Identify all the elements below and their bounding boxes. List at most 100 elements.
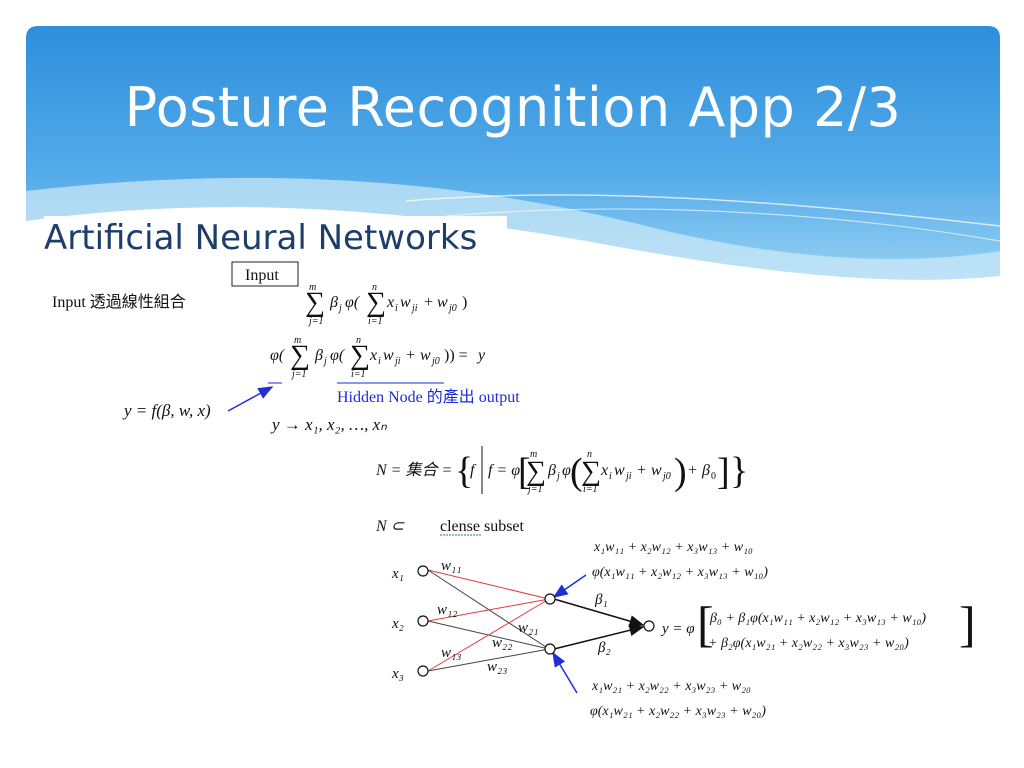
svg-text:j: j [322,356,327,367]
weight-w13: w₁₃ [441,645,461,661]
svg-text:): ) [462,294,467,311]
svg-text:j: j [555,471,560,482]
svg-text:w: w [420,347,431,364]
svg-text:j: j [337,303,342,314]
output-line-1: β₀ + β₁φ(x₁w₁₁ + x₂w₁₂ + x₃w₁₃ + w₁₀) [709,611,926,626]
svg-text:i=1: i=1 [583,484,598,495]
svg-text:w: w [651,462,662,479]
y-definition-arrow [227,386,274,412]
subset-label: clense subset [440,518,525,535]
network-labels: x₁ x₂ x₃ w₁₁ w₁₂ w₁₃ w₂₁ w₂₂ w₂₃ β₁ β₂ y… [391,558,695,682]
slide-title: Posture Recognition App 2/3 [124,76,902,139]
svg-text:ji: ji [393,356,401,367]
input-label-1: x₁ [391,566,404,582]
svg-text:+: + [637,462,646,479]
svg-text:ji: ji [410,303,418,314]
svg-text:y: y [476,347,486,364]
svg-text:[: [ [697,596,714,652]
hidden-node-2 [544,643,556,655]
svg-text:x: x [386,294,394,311]
hidden-node-label: Hidden Node 的產出 output [337,388,520,406]
input-box [231,261,299,287]
input-label-2: x₂ [391,616,404,632]
svg-text:m: m [294,335,301,346]
svg-text:n: n [587,449,592,460]
svg-text:+: + [424,294,433,311]
svg-text:i=1: i=1 [351,369,366,380]
subset-lhs: N ⊂ [375,518,405,535]
svg-text:β: β [547,462,556,479]
svg-text:φ(: φ( [330,347,346,364]
network-edges [427,569,645,694]
svg-text:φ(: φ( [345,294,361,311]
output-equation: [ β₀ + β₁φ(x₁w₁₁ + x₂w₁₂ + x₃w₁₃ + w₁₀) … [697,596,976,652]
svg-text:∑: ∑ [526,456,546,487]
svg-text:j0: j0 [430,356,440,367]
hidden2-sum: x₁w₂₁ + x₂w₂₂ + x₃w₂₃ + w₂₀ [591,679,751,694]
hidden1-sum: x₁w₁₁ + x₂w₁₂ + x₃w₁₃ + w₁₀ [593,540,753,555]
svg-text:w: w [614,462,625,479]
svg-text:j=1: j=1 [307,316,324,327]
svg-text:β: β [314,347,323,364]
weight-w22: w₂₂ [492,635,512,651]
input-description: Input 透過線性組合 [52,293,186,311]
svg-text:m: m [309,282,316,293]
svg-text:i: i [609,471,612,482]
svg-text:i=1: i=1 [368,316,383,327]
svg-text:j=1: j=1 [290,369,307,380]
input-node-1 [417,565,429,577]
beta-2: β₂ [597,640,611,656]
svg-text:β: β [701,462,710,479]
hidden1-activation: φ(x₁w₁₁ + x₂w₁₂ + x₃w₁₃ + w₁₀) [592,565,768,580]
weight-w11: w₁₁ [441,558,461,574]
svg-text:i: i [378,356,381,367]
svg-text:∑: ∑ [290,340,310,371]
weight-w12: w₁₂ [437,602,457,618]
hidden-equations: x₁w₁₁ + x₂w₁₂ + x₃w₁₃ + w₁₀ φ(x₁w₁₁ + x₂… [590,540,768,719]
svg-text:j0: j0 [447,303,457,314]
svg-text:x: x [369,347,377,364]
svg-text:φ(: φ( [270,347,286,364]
y-mapping: y → x₁, x₂, …, xₙ [270,415,387,434]
svg-text:]: ] [717,451,730,493]
svg-text:j0: j0 [661,471,671,482]
network-nodes [417,565,655,677]
svg-text:m: m [530,449,537,460]
hidden-node-1 [544,593,556,605]
svg-text:): ) [674,451,687,493]
svg-text:0: 0 [711,471,716,482]
svg-text:w: w [437,294,448,311]
svg-text:f: f [470,462,477,479]
svg-text:i: i [395,303,398,314]
set-definition-lhs: N = 集合 = [375,461,452,479]
svg-text:{: { [455,450,473,492]
input-node-3 [417,665,429,677]
output-line-2: + β₂φ(x₁w₂₁ + x₂w₂₂ + x₃w₂₃ + w₂₀) [708,636,909,651]
svg-text:f = φ: f = φ [488,462,520,479]
slide-subtitle: Artificial Neural Networks [44,216,508,260]
svg-text:∑: ∑ [581,456,601,487]
beta-1: β₁ [594,592,608,608]
svg-text:∑: ∑ [350,340,370,371]
svg-text:}: } [730,450,748,492]
svg-text:β: β [329,294,338,311]
weight-w21: w₂₁ [518,620,538,636]
svg-text:∑: ∑ [305,287,325,318]
y-definition: y = f(β, w, x) [122,401,211,420]
weight-w23: w₂₃ [487,659,507,675]
banner-wave-line-2 [445,208,1000,242]
hidden2-activation: φ(x₁w₂₁ + x₂w₂₂ + x₃w₂₃ + w₂₀) [590,704,766,719]
input-label-3: x₃ [391,666,404,682]
svg-text:+: + [688,462,697,479]
svg-text:n: n [356,335,361,346]
output-lhs: y = φ [660,621,695,637]
svg-text:)) =: )) = [444,347,468,364]
svg-text:[: [ [518,451,531,493]
svg-text:x: x [600,462,608,479]
svg-text:ji: ji [624,471,632,482]
svg-text:(: ( [570,451,583,493]
svg-text:φ: φ [562,462,571,479]
